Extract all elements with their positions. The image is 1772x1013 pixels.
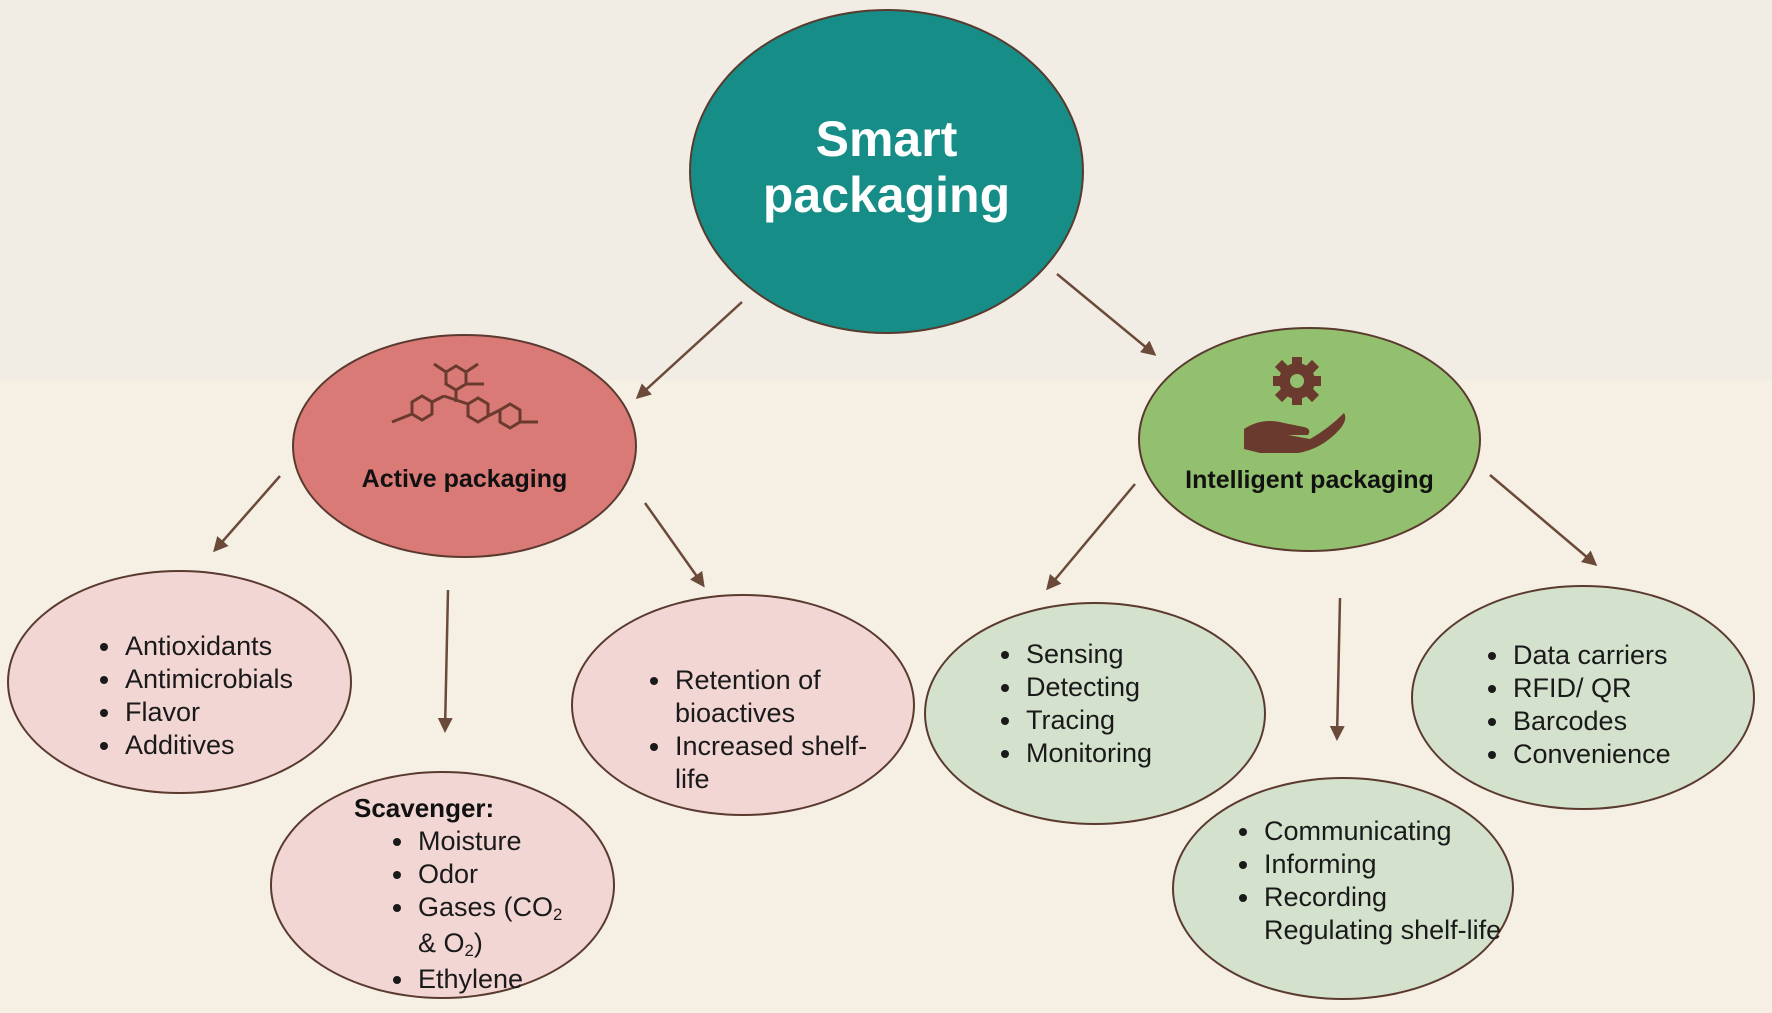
retention-list: Retention of bioactives Increased shelf-… [639, 664, 893, 796]
list-item: Retention of bioactives [673, 664, 893, 730]
scavenger-node: Scavenger: Moisture Odor Gases (CO2& O2)… [270, 771, 615, 999]
retention-node: Retention of bioactives Increased shelf-… [571, 594, 915, 816]
scavenger-title: Scavenger: [354, 793, 495, 823]
additives-list: Antioxidants Antimicrobials Flavor Addit… [89, 630, 293, 762]
data-carriers-list: Data carriers RFID/ QR Barcodes Convenie… [1477, 639, 1671, 771]
hand-gear-icon [1244, 357, 1346, 453]
subscript-2: 2 [464, 941, 474, 961]
additives-node: Antioxidants Antimicrobials Flavor Addit… [7, 570, 352, 794]
communicating-list: Communicating Informing Recording Regula… [1228, 815, 1502, 947]
list-item: Monitoring [1024, 737, 1152, 770]
list-item: Antioxidants [123, 630, 293, 663]
list-item: Tracing [1024, 704, 1152, 737]
list-item: Ethylene [416, 963, 562, 996]
arrow-intelligent-to-communicating [1329, 597, 1345, 741]
active-packaging-label: Active packaging [361, 465, 568, 493]
active-packaging-node: Active packaging [292, 334, 637, 558]
arrow-root-to-intelligent [1056, 273, 1157, 356]
sensing-node: Sensing Detecting Tracing Monitoring [924, 602, 1266, 825]
root-label: Smart packaging [762, 110, 1011, 223]
list-item: Data carriers [1511, 639, 1671, 672]
list-item: Informing [1262, 848, 1502, 881]
communicating-node: Communicating Informing Recording Regula… [1172, 777, 1514, 1000]
smart-packaging-node: Smart packaging [689, 9, 1084, 334]
list-item: Communicating [1262, 815, 1502, 848]
close-paren: ) [473, 928, 483, 958]
list-item: Regulating shelf-life [1264, 915, 1502, 945]
arrow-intelligent-to-sensing [1046, 483, 1136, 591]
list-item: Sensing [1024, 638, 1152, 671]
list-item: Odor [416, 858, 562, 891]
arrow-intelligent-to-data [1489, 474, 1598, 566]
arrow-active-to-scavenger [437, 589, 453, 733]
arrow-root-to-active [635, 301, 743, 400]
list-item: Barcodes [1511, 705, 1671, 738]
list-item: Detecting [1024, 671, 1152, 704]
arrow-active-to-retention [643, 502, 705, 588]
list-item: Flavor [123, 696, 293, 729]
molecule-icon [391, 362, 538, 430]
scavenger-list: Moisture Odor Gases (CO2& O2) Ethylene [382, 825, 562, 996]
list-item: Convenience [1511, 738, 1671, 771]
o2-text: & O [418, 928, 465, 958]
sensing-list: Sensing Detecting Tracing Monitoring [990, 638, 1152, 770]
list-item: Additives [123, 729, 293, 762]
list-item: Moisture [416, 825, 562, 858]
subscript-2: 2 [553, 905, 563, 925]
intelligent-packaging-node: Intelligent packaging [1138, 327, 1481, 552]
intelligent-packaging-label: Intelligent packaging [1185, 466, 1434, 494]
list-item: RFID/ QR [1511, 672, 1671, 705]
data-carriers-node: Data carriers RFID/ QR Barcodes Convenie… [1411, 585, 1755, 810]
list-item: Gases (CO2& O2) [416, 891, 562, 963]
list-item: Antimicrobials [123, 663, 293, 696]
gases-text: Gases (CO [418, 892, 554, 922]
list-item: Increased shelf-life [673, 730, 893, 796]
arrow-active-to-additives [213, 475, 281, 553]
list-item: Recording [1262, 881, 1502, 914]
